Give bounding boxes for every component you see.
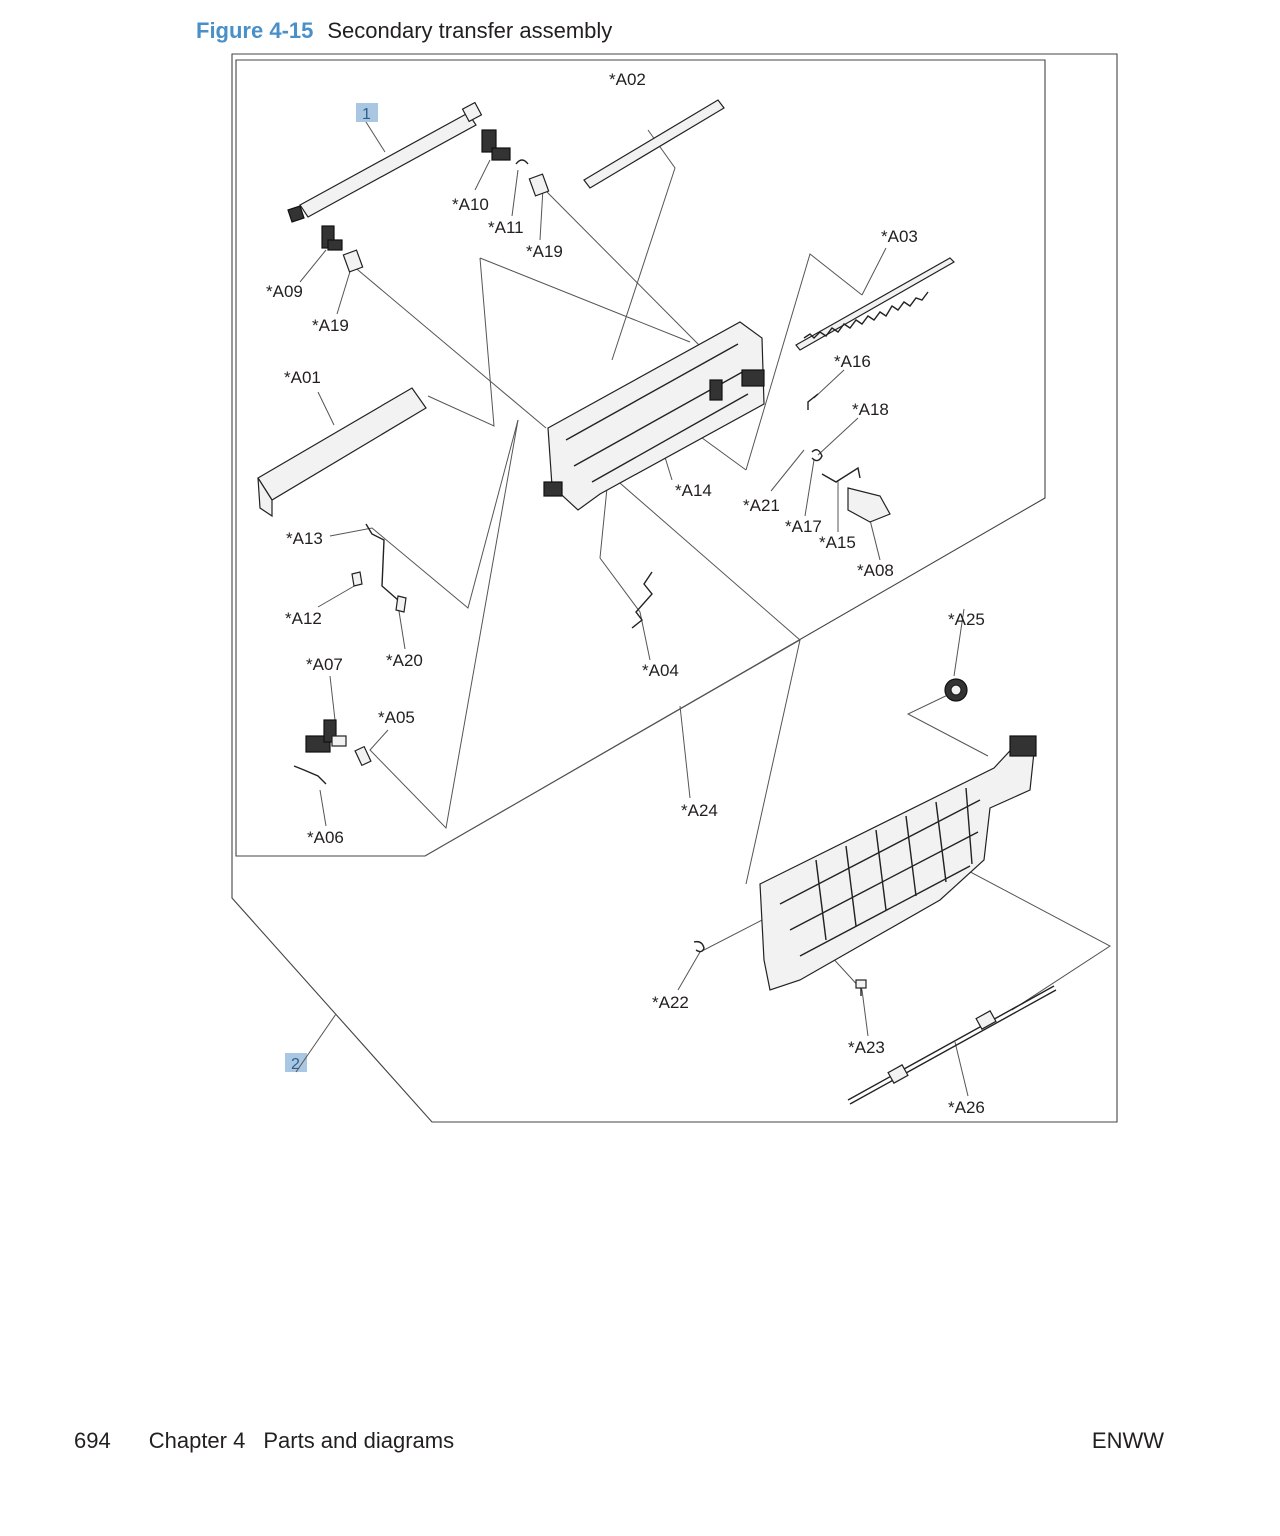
leader-lines: [295, 121, 1111, 1097]
label-a12: *A12: [285, 609, 322, 628]
section-label: Parts and diagrams: [263, 1428, 455, 1453]
part-a24-guide: [759, 735, 1037, 991]
label-a03: *A03: [881, 227, 918, 246]
part-a10-bracket: [481, 129, 511, 161]
part-a03-comb: [795, 257, 955, 351]
label-a19-upper: *A19: [526, 242, 563, 261]
part-a02-guide: [583, 99, 725, 189]
part-a12-clip: [351, 571, 363, 587]
part-a15-wire: [821, 466, 861, 483]
part-a23-screw: [855, 979, 867, 996]
part-a08-bracket: [847, 487, 891, 523]
part-a22-spring: [693, 940, 705, 953]
part-a20-clip: [395, 595, 407, 613]
part-a25-gear: [944, 678, 968, 702]
assembly-outline-2: [231, 53, 1118, 1123]
part-a09-holder: [321, 225, 343, 251]
label-a24: *A24: [681, 801, 718, 820]
label-a15: *A15: [819, 533, 856, 552]
part-a18-spring: [811, 449, 823, 462]
part-a11-clip: [515, 159, 529, 165]
figure-caption: Figure 4-15 Secondary transfer assembly: [196, 18, 612, 44]
label-a18: *A18: [852, 400, 889, 419]
label-a10: *A10: [452, 195, 489, 214]
part-a16-spring: [807, 393, 819, 410]
part-a19-bushing-upper: [528, 173, 550, 197]
label-a11: *A11: [488, 218, 524, 237]
page-footer-right: ENWW: [1091, 1428, 1164, 1453]
label-a08: *A08: [857, 561, 894, 580]
part-a14-frame: [543, 321, 765, 511]
label-a04: *A04: [642, 661, 679, 680]
callout-1: 1: [356, 103, 378, 123]
part-a05-bushing: [354, 745, 372, 767]
part-a04-wire: [631, 571, 653, 629]
label-a17: *A17: [785, 517, 822, 536]
label-a06: *A06: [307, 828, 344, 847]
page-footer-left: 694 Chapter 4 Parts and diagrams: [74, 1428, 454, 1454]
part-a13-link: [365, 523, 399, 601]
chapter-label: Chapter 4: [148, 1428, 246, 1453]
label-a23: *A23: [848, 1038, 885, 1057]
part-a26-shaft: [847, 985, 1057, 1105]
part-a06-spring: [293, 765, 327, 785]
part-a01-plate: [257, 387, 427, 518]
part-a19-bushing-lower: [342, 249, 364, 273]
label-a13: *A13: [286, 529, 323, 548]
label-a01: *A01: [284, 368, 321, 387]
page-number: 694: [74, 1428, 111, 1453]
label-a21: *A21: [743, 496, 780, 515]
label-a02: *A02: [609, 70, 646, 89]
callout-2-label: 2: [291, 1056, 300, 1073]
label-a07: *A07: [306, 655, 343, 674]
callout-1-label: 1: [362, 106, 371, 123]
part-labels: *A01 *A02 *A03 *A04 *A05 *A06 *A07 *A08 …: [266, 70, 985, 1117]
label-a19-lower: *A19: [312, 316, 349, 335]
label-a25: *A25: [948, 610, 985, 629]
label-a05: *A05: [378, 708, 415, 727]
label-a20: *A20: [386, 651, 423, 670]
label-a09: *A09: [266, 282, 303, 301]
figure-title: Secondary transfer assembly: [327, 18, 613, 43]
part-a07-lever: [305, 719, 347, 753]
label-a14: *A14: [675, 481, 712, 500]
callout-2: 2: [285, 1053, 307, 1073]
label-a16: *A16: [834, 352, 871, 371]
label-a26: *A26: [948, 1098, 985, 1117]
figure-number: Figure 4-15: [196, 18, 314, 43]
part-roller-1: [287, 101, 483, 223]
label-a22: *A22: [652, 993, 689, 1012]
